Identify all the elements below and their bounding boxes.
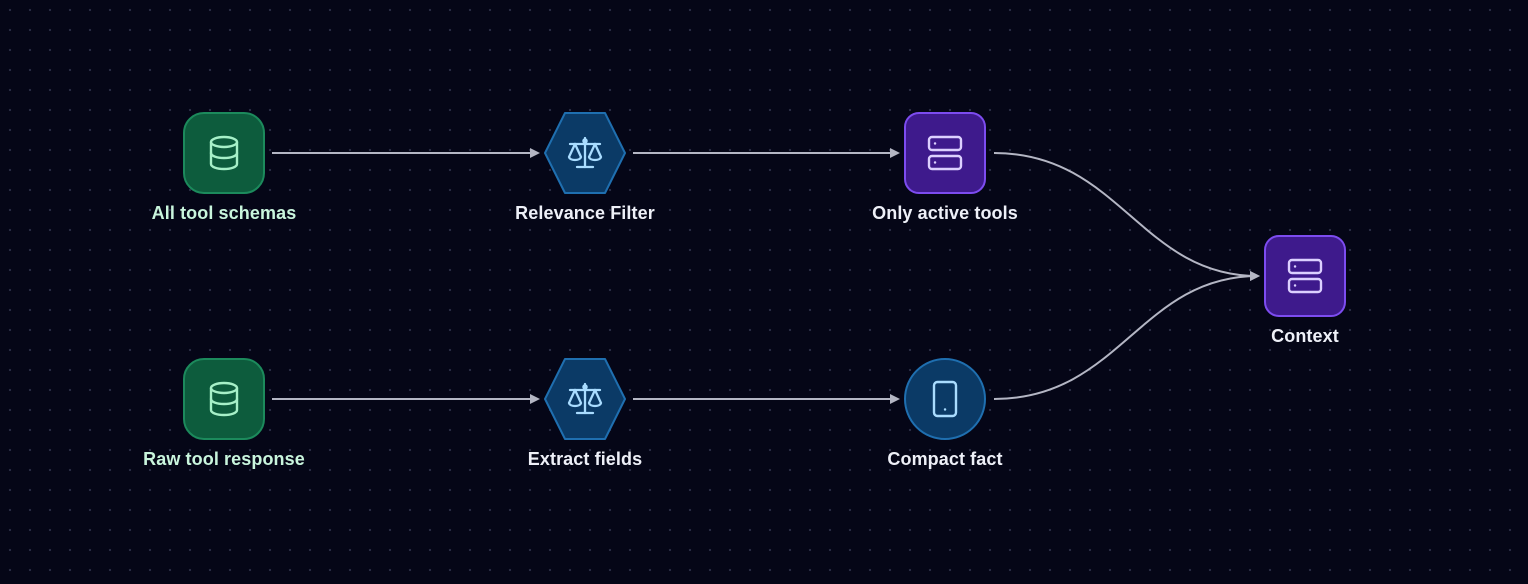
server-icon <box>927 135 963 171</box>
node-only-active-tools[interactable] <box>904 112 986 194</box>
rounded-square-shape <box>1264 235 1346 317</box>
server-icon <box>1287 258 1323 294</box>
node-label: Compact fact <box>887 449 1003 469</box>
rounded-square-shape <box>183 112 265 194</box>
node-relevance-filter[interactable] <box>544 112 626 194</box>
edge-only-active-tools-to-context <box>993 152 1260 281</box>
circle-shape <box>904 358 986 440</box>
node-compact-fact[interactable] <box>904 358 986 440</box>
edge-compact-fact-to-context <box>993 271 1260 400</box>
scale-icon <box>567 136 603 169</box>
node-label: Relevance Filter <box>515 203 655 223</box>
node-label: Raw tool response <box>143 449 305 469</box>
node-label: Extract fields <box>527 449 643 469</box>
node-label: Only active tools <box>872 203 1018 223</box>
rounded-square-shape <box>183 358 265 440</box>
rounded-square-shape <box>904 112 986 194</box>
node-raw-tool-response[interactable] <box>183 358 265 440</box>
tablet-icon <box>932 380 958 418</box>
scale-icon <box>567 382 603 415</box>
node-extract-fields[interactable] <box>544 358 626 440</box>
node-all-tool-schemas[interactable] <box>183 112 265 194</box>
database-icon <box>209 381 239 417</box>
database-icon <box>209 135 239 171</box>
node-context[interactable] <box>1264 235 1346 317</box>
node-label: All tool schemas <box>151 203 297 223</box>
node-label: Context <box>1271 326 1339 346</box>
